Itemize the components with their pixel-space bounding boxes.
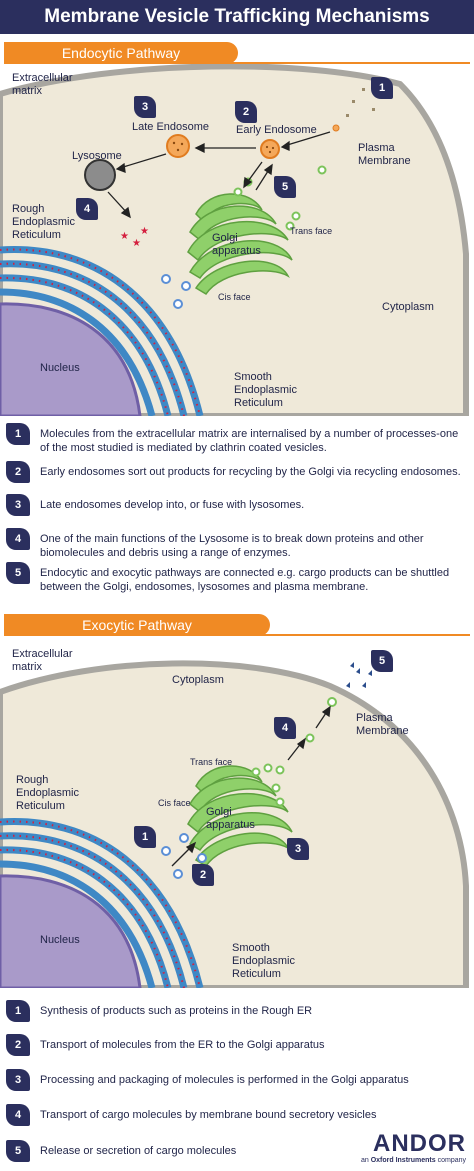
late-endosome bbox=[166, 134, 190, 158]
golgi-apparatus bbox=[187, 765, 293, 868]
logo-tag-brand: Oxford Instruments bbox=[370, 1157, 436, 1164]
green-vesicles bbox=[251, 697, 337, 807]
label-late-endosome: Late Endosome bbox=[132, 121, 210, 133]
svg-text:★: ★ bbox=[132, 238, 141, 249]
label-extracellular-matrix: Extracellular matrix bbox=[12, 72, 73, 97]
pathway-arrows bbox=[107, 131, 331, 219]
blue-vesicles bbox=[161, 274, 191, 309]
endocytic-step-4: 4 One of the main functions of the Lysos… bbox=[6, 528, 468, 560]
page-title: Membrane Vesicle Trafficking Mechanisms bbox=[0, 0, 474, 34]
exocytic-step-2: 2 Transport of molecules from the ER to … bbox=[6, 1034, 468, 1056]
label-plasma-membrane: Plasma Membrane bbox=[358, 142, 411, 167]
step-badge: 5 bbox=[6, 1140, 30, 1162]
step-badge: 1 bbox=[6, 1000, 30, 1022]
logo-tag-suffix: company bbox=[437, 1157, 466, 1164]
logo-name: ANDOR bbox=[373, 1130, 466, 1157]
label-golgi: Golgi apparatus bbox=[212, 232, 261, 257]
label-cis-face: Cis face bbox=[158, 798, 191, 808]
secreted-cargo bbox=[346, 662, 372, 688]
label-trans-face: Trans face bbox=[190, 757, 233, 767]
step-badge: 5 bbox=[6, 562, 30, 584]
label-rough-er: Rough Endoplasmic Reticulum bbox=[16, 774, 79, 812]
exocytic-header-line bbox=[4, 634, 470, 636]
logo-tagline: an Oxford Instruments company bbox=[361, 1156, 466, 1165]
label-extracellular-matrix: Extracellular matrix bbox=[12, 648, 73, 673]
label-nucleus: Nucleus bbox=[40, 934, 80, 946]
step-text: Molecules from the extracellular matrix … bbox=[40, 428, 459, 454]
label-rough-er: Rough Endoplasmic Reticulum bbox=[12, 203, 75, 241]
exocytic-badge-1: 1 bbox=[134, 826, 156, 848]
rough-er bbox=[0, 246, 204, 416]
step-text: One of the main functions of the Lysosom… bbox=[40, 533, 424, 559]
label-cytoplasm: Cytoplasm bbox=[382, 301, 434, 313]
exocytic-badge-5: 5 bbox=[371, 650, 393, 672]
endocytic-badge-4: 4 bbox=[76, 198, 98, 220]
endocytic-header-line bbox=[4, 62, 470, 64]
andor-logo: ANDOR an Oxford Instruments company bbox=[361, 1132, 466, 1165]
blue-vesicles bbox=[161, 833, 207, 879]
exocytic-step-4: 4 Transport of cargo molecules by membra… bbox=[6, 1104, 468, 1126]
degraded-products: ★★★ bbox=[120, 226, 149, 249]
step-badge: 3 bbox=[6, 494, 30, 516]
label-cis-face: Cis face bbox=[218, 292, 251, 302]
step-text: Transport of cargo molecules by membrane… bbox=[40, 1109, 377, 1121]
golgi-apparatus bbox=[187, 193, 293, 296]
step-badge: 1 bbox=[6, 423, 30, 445]
label-nucleus: Nucleus bbox=[40, 362, 80, 374]
exocytic-badge-3: 3 bbox=[287, 838, 309, 860]
label-lysosome: Lysosome bbox=[72, 150, 122, 162]
step-text: Synthesis of products such as proteins i… bbox=[40, 1005, 313, 1017]
endocytic-step-1: 1 Molecules from the extracellular matri… bbox=[6, 423, 468, 455]
endocytic-badge-5: 5 bbox=[274, 176, 296, 198]
endocytic-step-2: 2 Early endosomes sort out products for … bbox=[6, 461, 468, 483]
endocytic-step-3: 3 Late endosomes develop into, or fuse w… bbox=[6, 494, 468, 516]
step-text: Endocytic and exocytic pathways are conn… bbox=[40, 567, 450, 593]
nucleus bbox=[0, 874, 142, 988]
exocytic-step-5: 5 Release or secretion of cargo molecule… bbox=[6, 1140, 346, 1162]
endocytic-badge-3: 3 bbox=[134, 96, 156, 118]
pathway-arrows bbox=[171, 705, 331, 867]
step-badge: 2 bbox=[6, 1034, 30, 1056]
step-badge: 3 bbox=[6, 1069, 30, 1091]
logo-tag-prefix: an bbox=[360, 1157, 369, 1164]
svg-text:★: ★ bbox=[120, 231, 129, 242]
exocytic-step-1: 1 Synthesis of products such as proteins… bbox=[6, 1000, 468, 1022]
exocytic-step-3: 3 Processing and packaging of molecules … bbox=[6, 1069, 468, 1091]
label-plasma-membrane: Plasma Membrane bbox=[356, 712, 409, 737]
label-trans-face: Trans face bbox=[290, 226, 333, 236]
step-text: Processing and packaging of molecules is… bbox=[40, 1074, 409, 1086]
label-early-endosome: Early Endosome bbox=[236, 124, 317, 136]
endocytic-badge-2: 2 bbox=[235, 101, 257, 123]
endocytic-header: Endocytic Pathway bbox=[4, 42, 238, 64]
exocytic-header: Exocytic Pathway bbox=[4, 614, 270, 636]
rough-er bbox=[0, 818, 204, 988]
label-golgi: Golgi apparatus bbox=[206, 806, 255, 831]
exocytic-diagram bbox=[0, 660, 469, 988]
label-cytoplasm: Cytoplasm bbox=[172, 674, 224, 686]
step-text: Release or secretion of cargo molecules bbox=[40, 1145, 237, 1157]
early-endosome bbox=[260, 139, 280, 159]
endocytic-diagram: ★★★ bbox=[0, 64, 469, 416]
exocytic-badge-4: 4 bbox=[274, 717, 296, 739]
step-badge: 2 bbox=[6, 461, 30, 483]
exocytic-badge-2: 2 bbox=[192, 864, 214, 886]
lysosome bbox=[84, 159, 116, 191]
step-text: Early endosomes sort out products for re… bbox=[40, 466, 461, 478]
step-badge: 4 bbox=[6, 1104, 30, 1126]
svg-text:★: ★ bbox=[140, 226, 149, 237]
extracellular-cargo bbox=[346, 88, 375, 117]
nucleus bbox=[0, 302, 142, 416]
label-smooth-er: Smooth Endoplasmic Reticulum bbox=[234, 371, 297, 409]
endocytic-step-5: 5 Endocytic and exocytic pathways are co… bbox=[6, 562, 468, 594]
step-text: Transport of molecules from the ER to th… bbox=[40, 1039, 325, 1051]
label-smooth-er: Smooth Endoplasmic Reticulum bbox=[232, 942, 295, 980]
endocytic-badge-1: 1 bbox=[371, 77, 393, 99]
step-badge: 4 bbox=[6, 528, 30, 550]
step-text: Late endosomes develop into, or fuse wit… bbox=[40, 499, 305, 511]
membrane-pit bbox=[332, 124, 340, 132]
